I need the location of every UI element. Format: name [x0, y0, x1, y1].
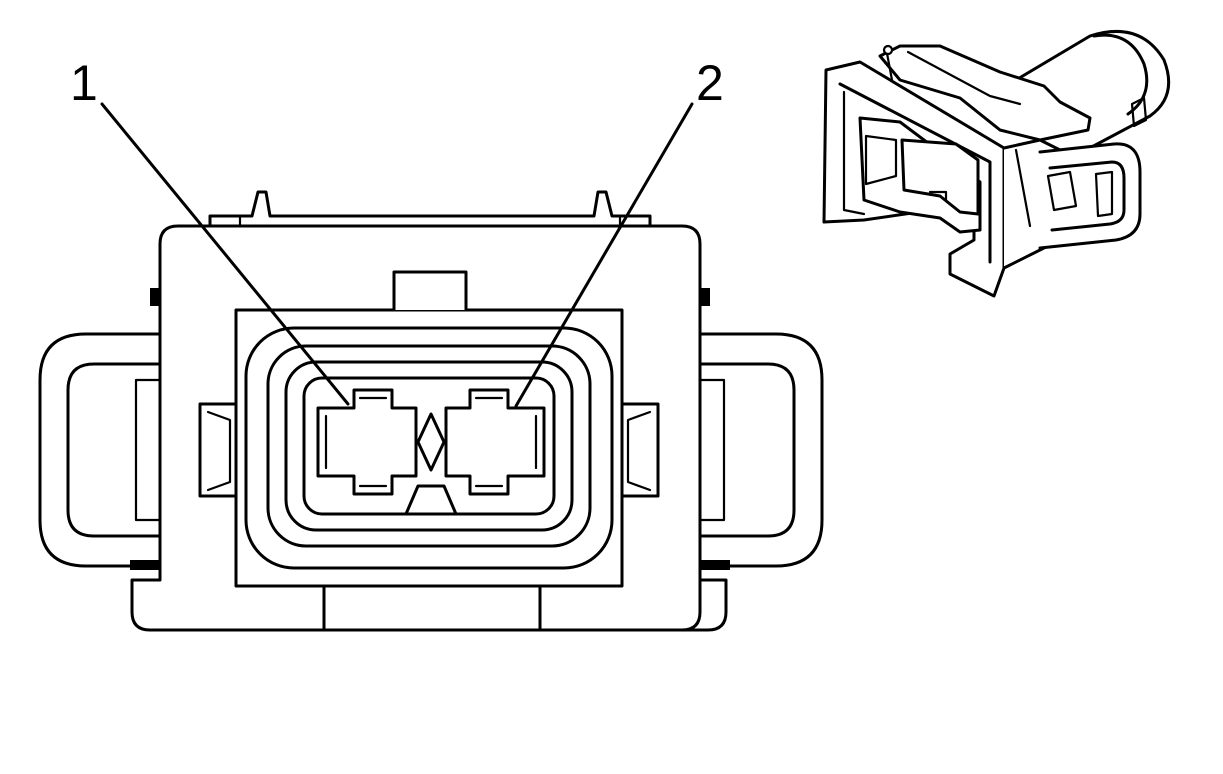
terminal-cavity [244, 326, 614, 570]
left-top-mark [150, 288, 160, 306]
callout-2: 2 [696, 55, 724, 111]
left-lock-loop [38, 288, 162, 570]
terminal-pin-2 [444, 388, 546, 496]
top-latch-rail [208, 190, 652, 230]
callout-1: 1 [70, 55, 98, 111]
terminal-pin-1 [316, 388, 418, 496]
leader-line-2 [514, 102, 694, 408]
right-top-mark [700, 288, 710, 306]
center-divider [404, 412, 458, 516]
right-lock-loop [698, 288, 824, 570]
right-lock-mark [700, 560, 730, 570]
left-lock-mark [130, 560, 160, 570]
leader-line-1 [100, 102, 350, 406]
connector-isometric-view [822, 29, 1171, 298]
connector-front-view: 1 2 [38, 55, 824, 632]
